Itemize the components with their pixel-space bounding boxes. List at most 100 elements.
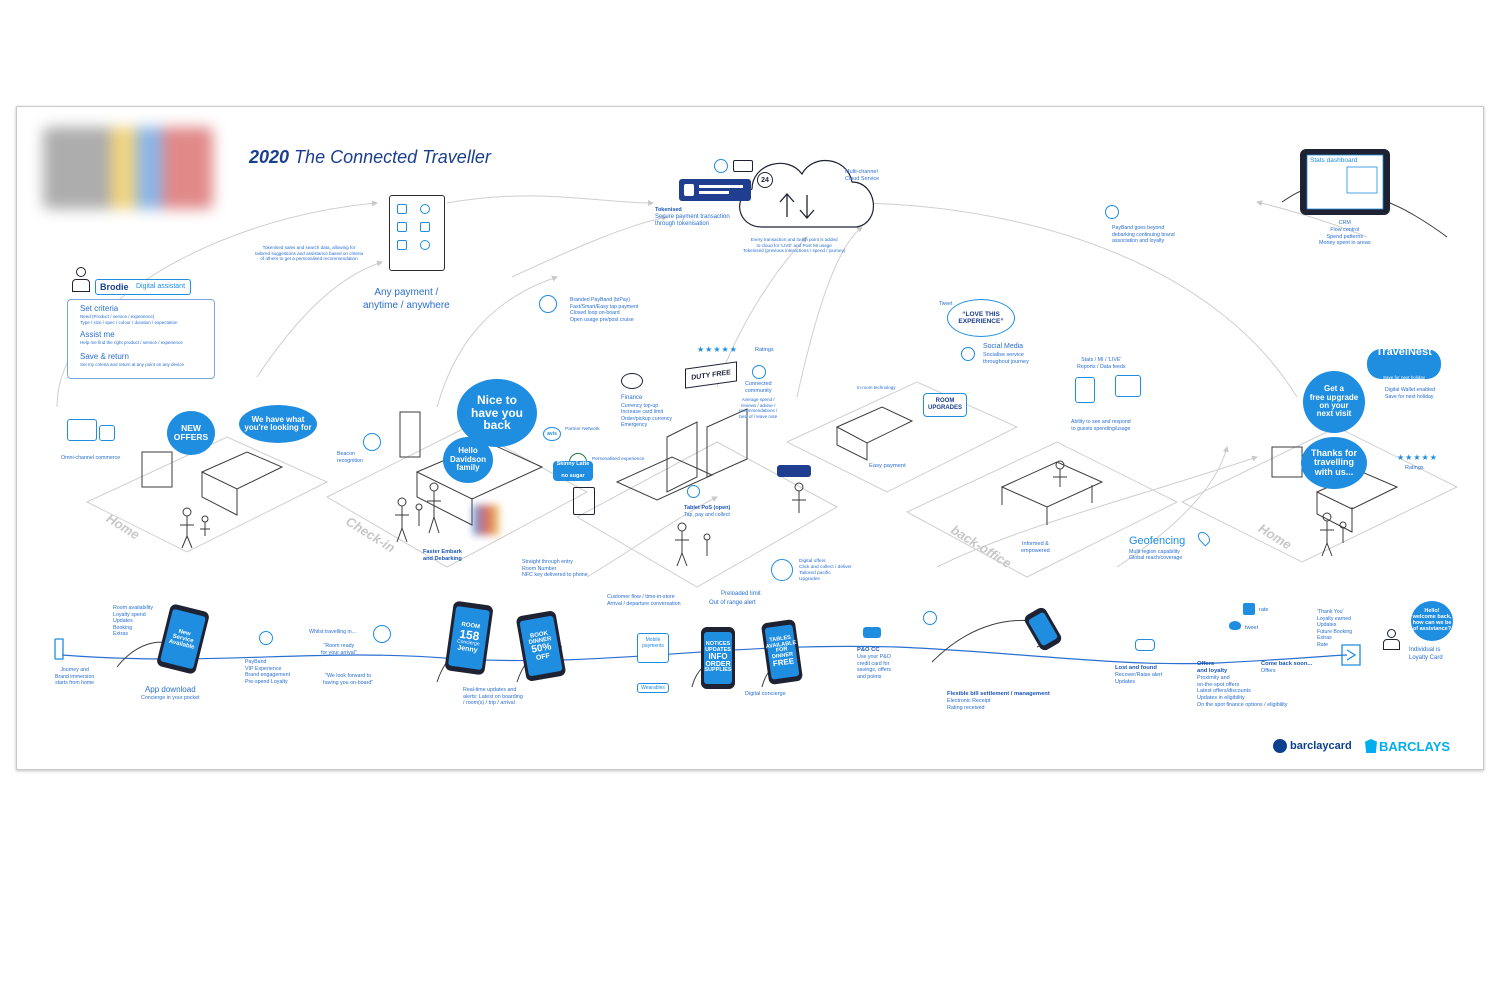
travelnest-line-2: Save for next holiday [1385,393,1434,400]
realtime-line-2: alerts: Latest on boarding [463,693,523,700]
barclaycard-logo: barclaycard [1290,740,1352,752]
finance-line-4: Emergency [621,422,648,428]
thumbs-up-icon [1243,603,1255,615]
digital-offers-line-4: Upgrades [799,576,820,582]
faster-embark-line-1: Faster Embark [423,549,462,555]
card-reader-icon [733,160,753,172]
assistant-avatar-icon [1383,629,1401,651]
thankyou-list: 'Thank You' Loyalty earned Updates Futur… [1317,609,1352,648]
travelnest-lines: Digital Wallet enabled Save for next hol… [1385,387,1435,400]
barclays-logo: BARCLAYS [1379,739,1451,754]
offers-line-1: Proximity and [1197,674,1230,681]
tables-e: FREE [772,656,795,669]
flexible-bill: Flexible bill settlement / management El… [947,691,1050,711]
room-avail-line-5: Extras [113,631,129,638]
loyalty-card-line-1: Individual is [1409,647,1441,653]
loyalty-card-line-2: Loyalty Card [1409,654,1443,661]
eagle-icon [1365,739,1377,753]
finance-line-3: Order/pickup currency [621,415,673,422]
skinny-latte-bubble: Skinny Latte no sugar [553,461,593,481]
poster: 2020 The Connected Traveller Any payment… [16,106,1484,770]
tv-icon [397,240,407,250]
omni-channel-label: Omni-channel commerce [61,455,121,461]
po-cc-line-2: credit card for [857,660,890,667]
brodie-header: Brodie Digital assistant [95,279,191,295]
room-avail-line-2: Loyalty spend [113,611,146,618]
assist-me-title: Assist me [80,330,115,339]
piggy-bank-icon [621,373,643,389]
preloaded-limit: Preloaded limit [721,591,761,597]
digital-offers-line-3: Tailored pacific [799,570,831,576]
branded-payband-line-4: Open usage pre/post cruise [570,316,634,323]
realtime-line-1: Real-time updates and [463,687,517,693]
report-icon [1075,377,1095,403]
stats-line-flow: Flow control [1330,226,1360,233]
finance-block: Finance Currency top-up Increase card li… [621,395,672,429]
po-cc-line-1: Use your P&O [857,653,891,660]
stats-lines: CRM Flow control Spend patterns Money sp… [1319,220,1371,247]
beacon-recognition: Beacon recognition [337,451,363,464]
journey-start: Journey and Brand immersion starts from … [55,667,94,687]
look-forward-line-1: "We look forward to [325,673,372,679]
geofencing-line-1: Multi region capability [1129,548,1180,555]
tablet-pos: Tablet PoS (open) Tap, pay and collect [684,505,730,518]
offers-line-3: Latest offers/discounts [1197,688,1251,695]
set-criteria-line-2: Type / size / spec / colour / duration /… [80,320,178,325]
tablet-pos-title: Tablet PoS (open) [684,505,731,511]
travelnest-sub: Save for next holiday [1382,374,1426,380]
faster-embark: Faster Embark and Debarking [423,549,462,562]
looking-for-bubble: We have what you're looking for [239,405,317,443]
room-avail-line-1: Room availability [113,605,154,611]
page-title: 2020 The Connected Traveller [249,147,491,168]
cloud-label-line-1: Multi-channel [845,169,878,175]
connected-community: Connected community [745,381,772,395]
digital-concierge: Digital concierge [745,691,786,697]
rate-label: rate [1259,607,1269,613]
thanks-bubble: Thanks for travelling with us... [1301,437,1367,489]
stats-mi-line-1: Stats / MI / 'LIVE' [1081,357,1122,363]
twitter-bird-icon [1229,621,1241,630]
cloud-label: Multi-channel Cloud Service [845,169,879,183]
easy-payment-label: Easy payment [869,463,906,469]
room-ready-line-1: "Room ready [323,643,355,649]
room-ready: "Room ready for your arrival" [321,643,357,656]
wallet-icon [397,222,407,232]
social-media-line-2: throughout journey [983,358,1029,365]
po-cc-line-3: savings, offers [857,667,892,674]
mobile-payments-line-1: Mobile [645,637,661,643]
room-avail-line-4: Booking [113,624,133,631]
stats-line-spend: Spend patterns [1326,233,1364,240]
target-icon [771,559,793,581]
community-line-2: reviews / advise / [740,402,776,408]
digital-offers-line-1: Digital offers [799,559,826,564]
watch-icon [420,240,430,250]
stats-line-crm: CRM [1338,220,1351,226]
room-availability: Room availability Loyalty spend Updates … [113,605,153,638]
stats-mi: Stats / MI / 'LIVE' Reports / Data feeds [1077,357,1126,370]
ratings-stars: ★★★★★ [697,345,738,354]
notices-c: INFO [708,652,728,662]
payband-vip-line-4: Pre-spend Loyalty [245,678,288,685]
informed-line-1: Informed & [1021,541,1049,547]
card-icon [777,465,811,477]
title-text: The Connected Traveller [294,147,491,167]
thankyou-line-1: 'Thank You' [1317,609,1344,615]
mobile-payments-line-2: payments [642,642,664,649]
save-return-line-1: Set my criteria and return at any point … [80,362,185,367]
journey-start-line-2: Brand immersion [55,673,95,680]
customer-flow: Customer flow / time-in-store Arrival / … [607,594,681,607]
thankyou-line-6: Rate [1317,641,1328,648]
tokenised-note: Tokenised sales and search data, allowin… [255,245,363,262]
informed-empowered: Informed & empowered [1021,541,1050,555]
tablet-pos-line: Tap, pay and collect [684,511,730,518]
finance-line-2: Increase card limit [621,409,664,415]
tweet-label: Tweet [939,301,953,307]
offers-loyalty: Offers and loyalty Proximity and on-the-… [1197,661,1288,709]
flexible-line-2: Rating received [947,704,985,711]
cloud-note-line-3: Tokenised (previous interactions / spend… [743,248,846,254]
partner-logo-icon: avis [543,427,561,441]
digital-offers: Digital offers Click and collect / deliv… [799,559,852,583]
geofencing-line-2: Global reach/coverage [1129,555,1183,562]
journey-start-line-3: starts from home [55,680,95,686]
social-media-block: Social Media Socialise service throughou… [983,343,1029,366]
